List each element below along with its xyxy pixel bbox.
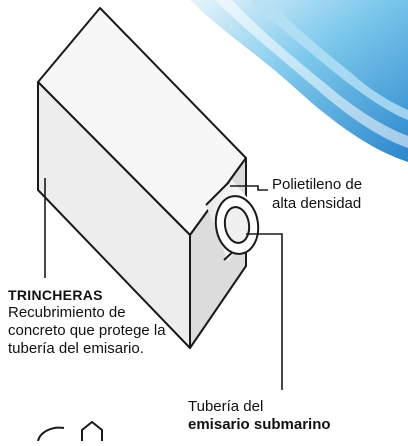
pipe-label-line1: Tubería del	[188, 398, 264, 415]
trincheras-desc-line1: Recubrimiento de	[8, 304, 126, 321]
trincheras-desc-line3: tubería del emisario.	[8, 340, 144, 357]
polyethylene-label-line1: Polietileno de	[272, 176, 363, 193]
trincheras-title: TRINCHERAS	[8, 287, 103, 303]
polyethylene-label: Polietileno de alta densidad	[272, 176, 362, 214]
pipe	[205, 180, 260, 262]
pipe-label-line2: emisario submarino	[188, 416, 331, 433]
polyethylene-label-line2: alta densidad	[272, 195, 362, 212]
sea-background	[190, 0, 408, 162]
trincheras-desc-line2: concreto que protege la	[8, 322, 166, 339]
leader-lines	[44, 178, 283, 390]
trincheras-description: Recubrimiento de concreto que protege la…	[8, 304, 166, 358]
pipe-label: Tubería del emisario submarino	[188, 398, 331, 434]
partial-icon	[37, 420, 103, 442]
